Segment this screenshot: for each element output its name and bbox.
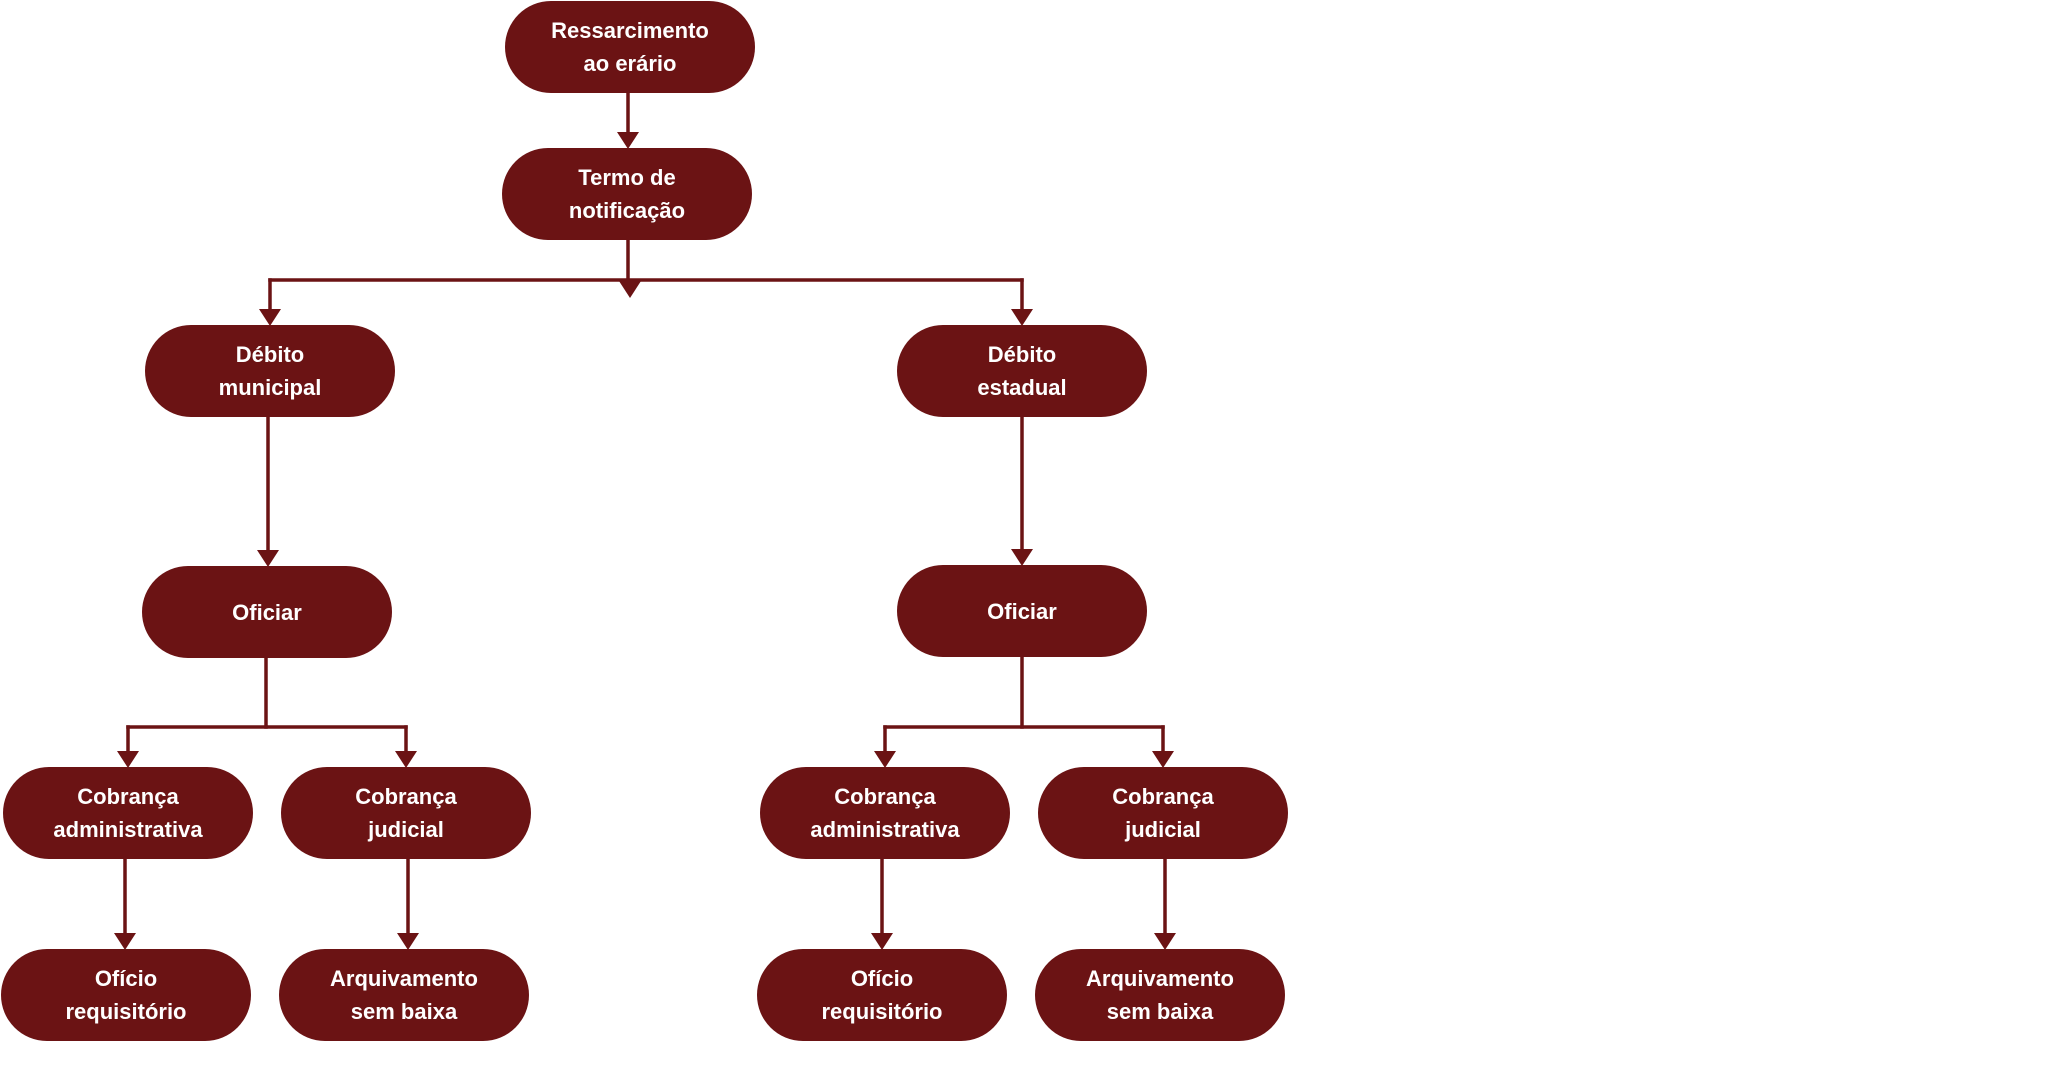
node-oficiar-estadual: Oficiar (897, 565, 1147, 657)
node-debito-municipal: Débito municipal (145, 325, 395, 417)
node-arquivamento-sem-baixa-municipal: Arquivamento sem baixa (279, 949, 529, 1041)
node-ressarcimento-ao-erario: Ressarcimento ao erário (505, 1, 755, 93)
arrow-head-icon (871, 933, 893, 950)
arrow-head-icon (1152, 751, 1174, 768)
node-cobranca-administrativa-estadual: Cobrança administrativa (760, 767, 1010, 859)
connector-lines (114, 91, 1176, 950)
arrow-head-icon (259, 309, 281, 326)
node-cobranca-judicial-municipal: Cobrança judicial (281, 767, 531, 859)
node-cobranca-judicial-estadual: Cobrança judicial (1038, 767, 1288, 859)
node-oficiar-municipal: Oficiar (142, 566, 392, 658)
node-termo-de-notificacao: Termo de notificação (502, 148, 752, 240)
node-oficio-requisitorio-estadual: Ofício requisitório (757, 949, 1007, 1041)
node-debito-estadual: Débito estadual (897, 325, 1147, 417)
arrow-head-icon (397, 933, 419, 950)
arrow-head-icon (1154, 933, 1176, 950)
node-arquivamento-sem-baixa-estadual: Arquivamento sem baixa (1035, 949, 1285, 1041)
arrow-head-icon (257, 550, 279, 567)
arrow-head-icon (1011, 309, 1033, 326)
node-oficio-requisitorio-municipal: Ofício requisitório (1, 949, 251, 1041)
arrow-head-icon (1011, 549, 1033, 566)
arrow-head-icon (395, 751, 417, 768)
arrow-head-icon (617, 132, 639, 149)
arrow-head-icon (117, 751, 139, 768)
arrow-head-icon (114, 933, 136, 950)
node-cobranca-administrativa-municipal: Cobrança administrativa (3, 767, 253, 859)
arrow-head-icon (619, 281, 641, 298)
arrow-head-icon (874, 751, 896, 768)
